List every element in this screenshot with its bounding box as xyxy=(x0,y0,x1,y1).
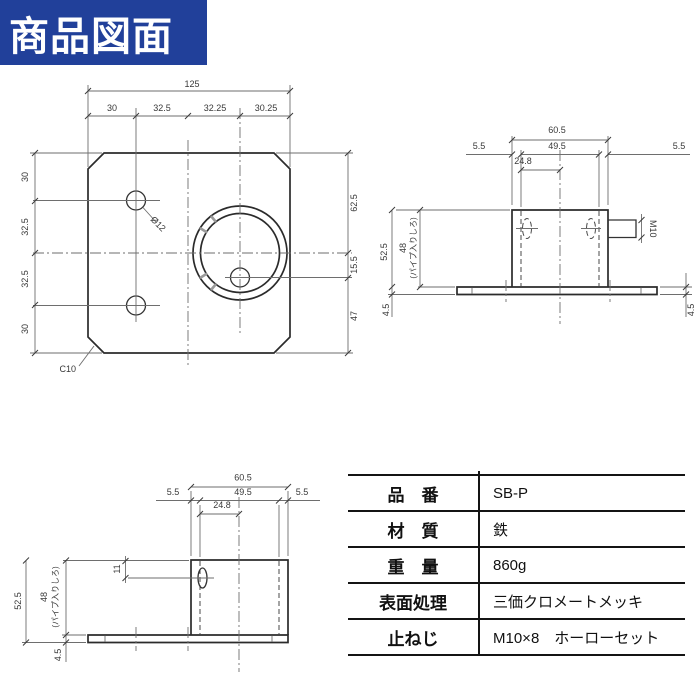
dim-label: 30 xyxy=(107,103,117,113)
plate-chamfer-ticks xyxy=(471,287,642,294)
spec-label: 表面処理 xyxy=(348,584,480,618)
dim-label: 48 xyxy=(39,592,49,602)
dim-label: 11 xyxy=(112,564,122,573)
spec-value: 鉄 xyxy=(493,521,509,539)
page-title: 商品図面 xyxy=(9,14,173,59)
dimension-lines xyxy=(25,486,320,662)
hidden-inner-walls xyxy=(520,211,600,286)
centerlines xyxy=(135,497,240,672)
dim-note: (パイプ入りしろ) xyxy=(409,217,418,279)
socket-body-outline xyxy=(190,559,289,635)
spec-label: 止ねじ xyxy=(348,620,480,654)
spec-table: 品 番 SB-P 材 質 鉄 重 量 860g 表面処理 三価クロメートメッキ … xyxy=(348,471,685,656)
dim-label-total-width: 60.5 xyxy=(234,473,252,483)
dim-label: 5.5 xyxy=(167,487,180,497)
dim-label: 52.5 xyxy=(379,243,389,261)
plate-outline xyxy=(87,152,291,354)
screw-size-label: M10 xyxy=(648,220,658,238)
extension-lines xyxy=(22,491,289,643)
dim-note: (パイプ入りしろ) xyxy=(51,566,60,628)
chamfer-label: C10 xyxy=(59,364,76,374)
dim-label: 52.5 xyxy=(13,592,23,610)
dim-label: 30 xyxy=(20,172,30,182)
hidden-inner-walls xyxy=(199,561,280,634)
spec-value: M10×8 ホーローセット xyxy=(493,629,660,647)
dim-label: 49.5 xyxy=(548,141,566,151)
table-row: 止ねじ M10×8 ホーローセット xyxy=(348,620,685,656)
title-banner: 商品図面 xyxy=(0,0,207,65)
dimension-ticks xyxy=(638,216,645,241)
hole-diameter-label: Ø12 xyxy=(149,214,168,233)
dimension-ticks xyxy=(22,483,292,646)
dim-label: 5.5 xyxy=(296,487,309,497)
front-view: 125 30 32.5 32.25 30.25 30 32.5 32.5 30 … xyxy=(20,79,359,374)
spec-label: 材 質 xyxy=(348,512,480,546)
table-row: 品 番 SB-P xyxy=(348,476,685,512)
extension-lines xyxy=(388,136,692,295)
dim-label: 5.5 xyxy=(473,141,486,151)
table-row: 表面処理 三価クロメートメッキ xyxy=(348,584,685,620)
dim-label: 30.25 xyxy=(255,103,278,113)
dim-label: 30 xyxy=(20,324,30,334)
dim-label: 5.5 xyxy=(673,141,686,151)
spec-label: 品 番 xyxy=(348,476,480,510)
dim-label-total-width: 60.5 xyxy=(548,125,566,135)
dimension-ticks xyxy=(388,136,690,298)
dim-label: 15.5 xyxy=(349,256,359,274)
dim-label: 49.5 xyxy=(234,487,252,497)
dim-label: 32.25 xyxy=(204,103,227,113)
spec-value: 860g xyxy=(493,556,527,574)
dimension-lines xyxy=(391,139,690,317)
table-row: 材 質 鉄 xyxy=(348,512,685,548)
spec-label: 重 量 xyxy=(348,548,480,582)
dim-label: 48 xyxy=(398,243,408,253)
extension-lines xyxy=(30,85,353,354)
dim-label: 32.5 xyxy=(20,270,30,288)
dim-label-total-width: 125 xyxy=(184,79,199,89)
leader-line xyxy=(78,345,95,367)
table-row: 重 量 860g xyxy=(348,548,685,584)
dim-label: 32.5 xyxy=(20,218,30,236)
spec-value: 三価クロメートメッキ xyxy=(493,593,644,611)
dim-label: 24.8 xyxy=(514,156,532,166)
plate-chamfer-ticks xyxy=(104,635,273,642)
base-plate-outline xyxy=(456,286,658,296)
dim-label: 4.5 xyxy=(53,649,63,662)
dimension-lines xyxy=(34,90,349,353)
side-view-top-right: M10 60.5 5.5 49.5 5.5 24.8 52.5 48 (パイプ入… xyxy=(379,125,696,324)
base-plate-outline xyxy=(87,634,289,644)
dim-label: 24.8 xyxy=(213,500,231,510)
spec-value: SB-P xyxy=(493,484,529,502)
dim-label: 62.5 xyxy=(349,194,359,212)
set-screw xyxy=(608,219,637,239)
dimension-ticks xyxy=(31,87,352,357)
dim-label: 4.5 xyxy=(381,304,391,317)
side-view-bottom-left: 60.5 5.5 49.5 5.5 24.8 11 52.5 48 (パイプ入り… xyxy=(13,473,320,672)
centerlines xyxy=(505,150,611,324)
centerlines xyxy=(33,108,352,368)
dim-label: 47 xyxy=(349,311,359,321)
leader-line xyxy=(142,207,157,223)
dim-label: 4.5 xyxy=(686,304,696,317)
dim-label: 32.5 xyxy=(153,103,171,113)
knurl-hatch-marks xyxy=(199,215,217,291)
